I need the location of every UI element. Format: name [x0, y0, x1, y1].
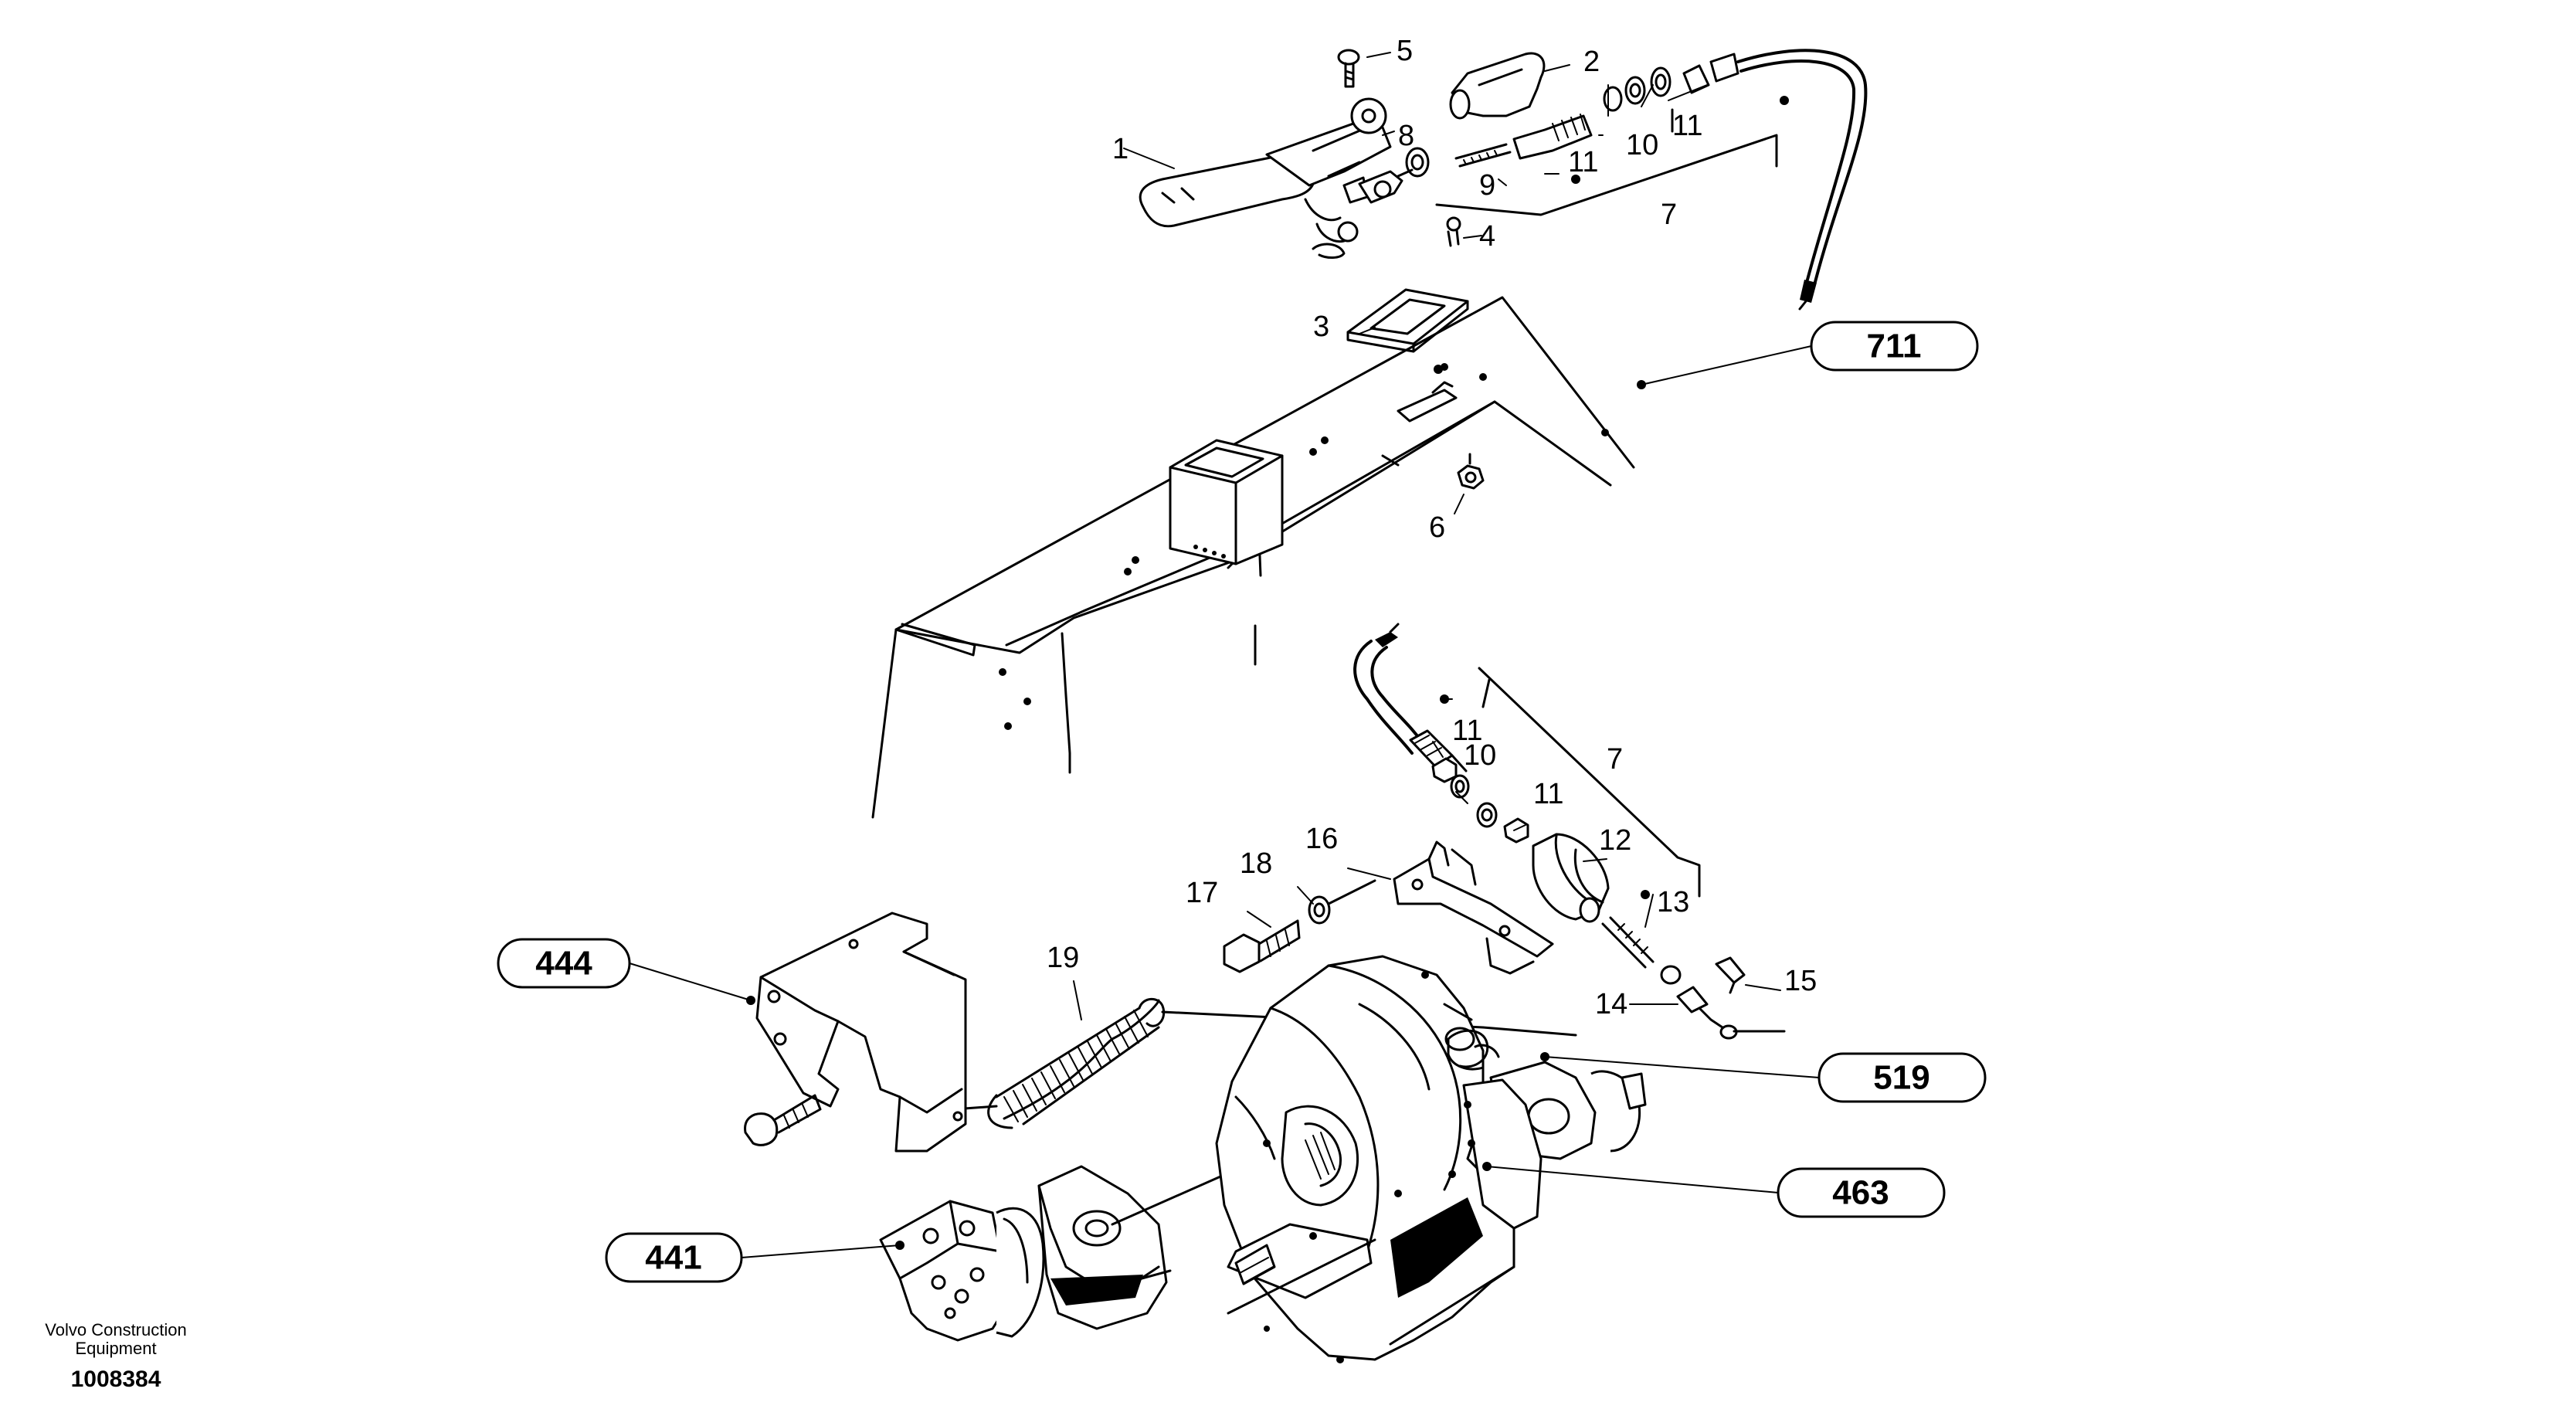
callout-19: 19	[1047, 942, 1079, 974]
footer-brand: Volvo Construction Equipment 1008384	[45, 1320, 186, 1392]
clip-part-lever	[1312, 243, 1346, 259]
reference-bubble-441: 441	[605, 1232, 743, 1283]
callout-2: 2	[1583, 46, 1600, 78]
cable-dim-bracket-lower	[1478, 667, 1786, 1033]
callout-16: 16	[1305, 823, 1338, 855]
reference-leaders	[629, 96, 1820, 1258]
reference-bubble-519: 519	[1817, 1052, 1987, 1103]
control-cable-top	[1736, 49, 1868, 311]
callout-5: 5	[1397, 35, 1413, 67]
washer-part-18	[1308, 879, 1376, 925]
rubber-bellow-part-12	[1532, 833, 1610, 923]
reference-519: 519	[1873, 1059, 1929, 1097]
nut-part-6	[1457, 453, 1485, 490]
adjuster-sleeve-top	[1512, 53, 1739, 160]
gaiter-plate-part-3	[1346, 288, 1469, 353]
cable-dim-bracket-top	[1435, 108, 1778, 216]
clevis-part-8	[1358, 147, 1430, 204]
reference-441: 441	[645, 1239, 701, 1277]
callout-3: 3	[1313, 311, 1329, 343]
callout-12: 12	[1599, 824, 1631, 857]
callout-4: 4	[1479, 220, 1495, 253]
reference-bubble-444: 444	[497, 938, 631, 989]
callout-15: 15	[1784, 965, 1817, 997]
callout-11-lower-mid: 11	[1533, 778, 1563, 810]
washers-nuts-lower	[1431, 757, 1529, 844]
reference-463: 463	[1832, 1174, 1889, 1212]
cover-plate-part-444	[755, 912, 967, 1153]
callout-11-top-right: 11	[1672, 110, 1702, 142]
callout-7-top: 7	[1661, 199, 1677, 231]
reference-bubble-463: 463	[1777, 1167, 1946, 1218]
part-callouts: 1 2 3 4 5 6 7 7 8 9 10 10 11 11 11 11 12…	[1047, 35, 1817, 1020]
bolt-part-17	[1223, 919, 1301, 973]
threaded-rod-lower	[1601, 916, 1655, 969]
cover-bolt	[744, 1094, 822, 1146]
reference-444: 444	[535, 945, 592, 983]
control-cable-lower	[1353, 623, 1468, 772]
ball-joint-parts-13-14-15	[1660, 956, 1746, 1040]
bolt-part-5	[1337, 49, 1360, 88]
callout-7-lower: 7	[1607, 743, 1623, 776]
callout-10-lower: 10	[1464, 739, 1496, 772]
pin-part-4	[1446, 216, 1461, 247]
leader-lines	[1073, 52, 1781, 1020]
gearbox-housing-part-463	[1215, 955, 1647, 1363]
drawing-number: 1008384	[71, 1367, 161, 1392]
callout-13: 13	[1657, 886, 1689, 918]
callout-8: 8	[1398, 120, 1414, 152]
hydraulic-pump-part-441	[879, 1134, 1315, 1342]
callout-1: 1	[1112, 133, 1128, 165]
rod-part-9	[1454, 143, 1512, 168]
reference-711: 711	[1867, 328, 1922, 365]
brand-line-2: Equipment	[75, 1339, 156, 1358]
callout-10-top: 10	[1626, 129, 1658, 161]
callout-6: 6	[1429, 511, 1445, 544]
callout-17: 17	[1186, 877, 1218, 909]
callout-14: 14	[1595, 988, 1627, 1020]
rubber-boot-part-2	[1449, 52, 1546, 120]
brand-line-1: Volvo Construction	[45, 1320, 186, 1339]
mounting-bracket-part-16	[1393, 840, 1554, 975]
callout-11-top-left: 11	[1568, 146, 1598, 178]
lever-handle-part-1	[1139, 97, 1392, 243]
callout-9: 9	[1479, 169, 1495, 202]
floor-plate-part-711	[871, 296, 1635, 819]
callout-11-lower-top: 11	[1452, 715, 1482, 747]
callout-18: 18	[1240, 847, 1272, 880]
reference-bubble-711: 711	[1810, 321, 1979, 372]
